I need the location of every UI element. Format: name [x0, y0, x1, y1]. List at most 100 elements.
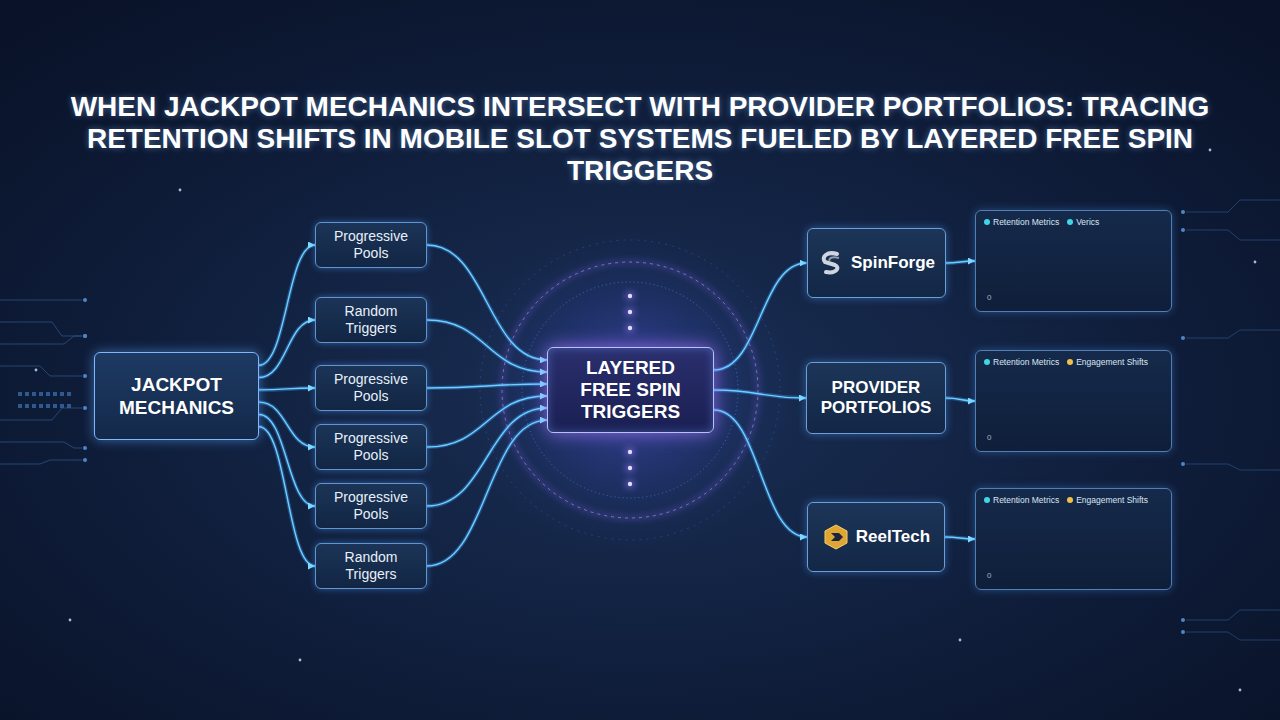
chart-key: Engagement Shifts	[1067, 495, 1148, 505]
chart-key: Verics	[1067, 217, 1099, 227]
connector-glow	[259, 388, 315, 390]
connector-glow	[714, 410, 807, 537]
provider-box: SpinForge	[807, 228, 946, 298]
chart-key: Engagement Shifts	[1067, 357, 1148, 367]
key-dot	[1067, 359, 1073, 365]
circuit-trace	[1186, 464, 1280, 470]
connector-glow	[427, 384, 547, 388]
glow-dot	[628, 466, 632, 470]
circuit-dot	[25, 404, 29, 408]
star-dot	[1254, 261, 1257, 264]
core-glow	[455, 215, 805, 565]
circuit-trace	[1186, 330, 1280, 338]
connector-glow	[714, 263, 807, 370]
circuit-dot	[32, 392, 36, 396]
node-content: Retention Metrics Verics	[984, 217, 1099, 227]
node-content: Progressive Pools	[322, 371, 420, 405]
node-content: Progressive Pools	[322, 430, 420, 464]
connector-glow	[714, 390, 806, 398]
node-text: Progressive Pools	[322, 371, 420, 405]
chart-panel: Retention Metrics Verics	[975, 210, 1172, 312]
flow-arrow	[945, 537, 975, 539]
glow-ring	[522, 282, 738, 498]
node-content: Retention Metrics Engagement Shifts	[984, 357, 1148, 367]
circuit-dot	[53, 392, 57, 396]
connector-glow	[946, 398, 975, 401]
chart-key: Retention Metrics	[984, 495, 1059, 505]
node-text: LAYERED FREE SPIN TRIGGERS	[568, 357, 693, 423]
flow-arrow	[259, 414, 315, 506]
chart-key: Retention Metrics	[984, 217, 1059, 227]
mechanic-box: Progressive Pools	[315, 424, 427, 470]
chart-panel: Retention Metrics Engagement Shifts	[975, 488, 1172, 590]
circuit-pad	[83, 298, 87, 302]
circuit-trace	[0, 460, 82, 464]
mechanic-box: Progressive Pools	[315, 365, 427, 411]
circuit-pad	[1181, 228, 1185, 232]
connector-glow	[427, 396, 547, 447]
flow-arrow	[946, 261, 976, 263]
glow-dot	[625, 479, 635, 489]
glow-dot	[625, 447, 635, 457]
provider-box: PROVIDER PORTFOLIOS	[806, 362, 946, 434]
circuit-pad	[1181, 618, 1185, 622]
node-text: ReelTech	[856, 527, 930, 547]
circuit-dot	[18, 404, 22, 408]
circuit-pad	[83, 458, 87, 462]
flow-arrow	[259, 402, 315, 447]
circuit-dot	[67, 404, 71, 408]
node-content: ReelTech	[822, 523, 930, 551]
node-text: Progressive Pools	[322, 489, 420, 523]
chart-key-text: Retention Metrics	[993, 495, 1059, 505]
connector-glow	[427, 320, 547, 372]
chart-key-text: Verics	[1076, 217, 1099, 227]
connector-glow	[946, 261, 976, 263]
glow-dot	[628, 310, 632, 314]
mechanic-box: Progressive Pools	[315, 222, 427, 268]
star-dot	[1209, 149, 1212, 152]
circuit-pad	[83, 374, 87, 378]
hub-box: LAYERED FREE SPIN TRIGGERS	[547, 347, 714, 433]
node-content: Random Triggers	[322, 549, 420, 583]
key-dot	[984, 359, 990, 365]
node-text: PROVIDER PORTFOLIOS	[815, 378, 937, 418]
circuit-trace	[0, 322, 82, 336]
connector-glow	[259, 402, 315, 447]
mechanic-box: Random Triggers	[315, 297, 427, 343]
circuit-dot	[46, 392, 50, 396]
circuit-trace	[1186, 200, 1280, 212]
provider-box: ReelTech	[807, 502, 945, 572]
glow-dot	[628, 450, 632, 454]
node-text: Random Triggers	[322, 303, 420, 337]
node-content: Random Triggers	[322, 303, 420, 337]
circuit-dot	[60, 392, 64, 396]
flow-arrow	[946, 398, 975, 401]
circuit-decoration	[0, 149, 1280, 692]
circuit-pad	[83, 334, 87, 338]
circuit-dot	[46, 404, 50, 408]
circuit-dot	[25, 392, 29, 396]
axis-tick: 0	[987, 571, 991, 580]
flow-arrow	[714, 390, 806, 398]
logo-mark	[824, 253, 838, 272]
source-box: JACKPOT MECHANICS	[94, 352, 259, 440]
chart-key-text: Retention Metrics	[993, 217, 1059, 227]
circuit-pad	[1181, 630, 1185, 634]
star-dot	[179, 189, 182, 192]
node-content: PROVIDER PORTFOLIOS	[815, 378, 937, 418]
connector-glow	[427, 245, 547, 360]
circuit-trace	[0, 366, 82, 376]
mechanic-box: Random Triggers	[315, 543, 427, 589]
logo-mark	[825, 525, 847, 549]
connector-glow	[259, 427, 315, 566]
star-dot	[299, 659, 302, 662]
circuit-pad	[1181, 210, 1185, 214]
logo-mark	[831, 533, 843, 541]
star-dot	[35, 369, 38, 372]
circuit-dot	[18, 392, 22, 396]
glow-dot	[625, 323, 635, 333]
node-text: Random Triggers	[322, 549, 420, 583]
circuit-trace	[1186, 230, 1280, 240]
chart-key-text: Retention Metrics	[993, 357, 1059, 367]
